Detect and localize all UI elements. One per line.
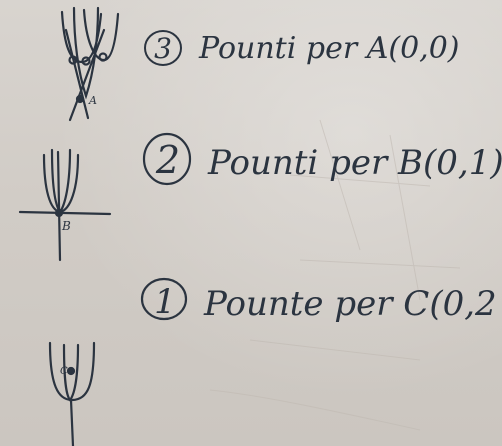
item-one: 1 Pounte per C(0,2 <box>140 277 497 324</box>
intersection-point <box>98 52 108 62</box>
line-through-a-2 <box>64 28 90 120</box>
intersection-point <box>68 55 78 65</box>
graph-two-parabolas <box>18 148 112 262</box>
item-three-text: Pounti per A(0,0) <box>198 31 459 66</box>
point-b-marker <box>54 208 64 218</box>
item-two: 2 Pounti per B(0,1) <box>142 132 502 186</box>
y-axis-line <box>56 150 62 262</box>
graph-three-parabolas <box>60 6 120 122</box>
point-c-label: C <box>60 366 68 377</box>
point-b-label: B <box>61 219 71 233</box>
item-one-text: Pounte per C(0,2 <box>203 284 497 324</box>
intersection-point <box>81 56 91 66</box>
parabola-middle <box>72 6 100 100</box>
parabola-inner <box>50 148 72 214</box>
parabola-outer <box>42 153 80 214</box>
circled-number-outline <box>142 132 192 186</box>
point-a-marker <box>75 94 85 104</box>
circled-number-two: 2 <box>155 138 180 182</box>
x-axis-line <box>18 210 112 216</box>
item-two-text: Pounti per B(0,1) <box>207 143 502 183</box>
line-through-a-1 <box>68 28 106 122</box>
point-a-label: A <box>88 94 97 107</box>
item-three: 3 Pounti per A(0,0) <box>144 30 459 66</box>
circled-number-one: 1 <box>154 282 176 322</box>
circled-number-three: 3 <box>154 32 172 65</box>
point-c-marker <box>66 366 76 376</box>
vertical-axis-line <box>69 398 75 446</box>
graph-one-parabola <box>48 341 96 446</box>
circled-number-outline <box>140 277 188 321</box>
circled-number-outline <box>144 30 182 66</box>
